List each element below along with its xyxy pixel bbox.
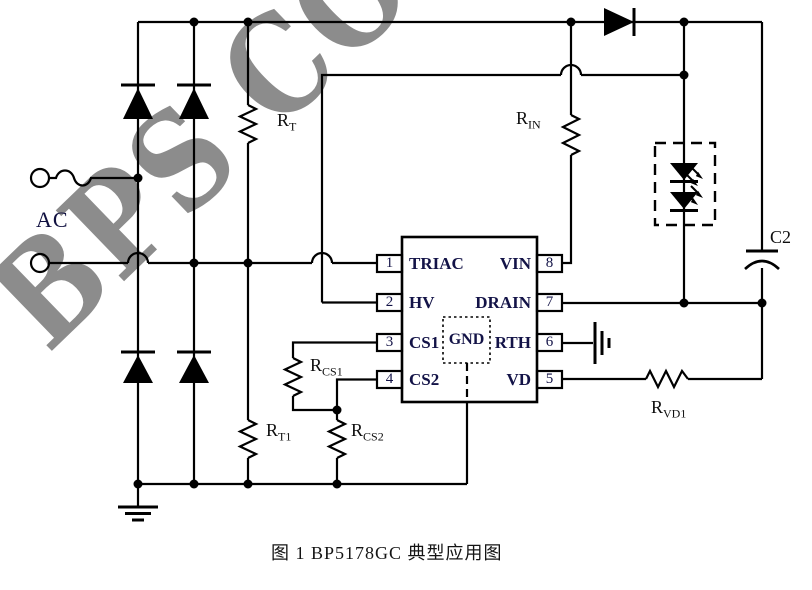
junction-dot [679, 70, 689, 80]
led-emission-arrows [685, 166, 703, 205]
resistor-rt [237, 104, 259, 144]
diode-d1 [121, 83, 155, 119]
ac-terminal-bottom [29, 252, 51, 274]
pin-name-vd: VD [506, 370, 531, 389]
series-diode [604, 8, 636, 36]
ic-gnd-pad [442, 316, 491, 364]
wire-cs1-net [291, 341, 377, 412]
wire-hop-1 [126, 251, 150, 264]
pin-box-2 [375, 292, 404, 313]
pin-name-rth: RTH [494, 333, 531, 352]
pin-number-2: 2 [385, 294, 394, 310]
wire-hv-riser [320, 73, 684, 304]
junction-dot [332, 405, 342, 415]
pin-name-drain: DRAIN [475, 293, 531, 312]
pin-name-cs1: CS1 [409, 333, 440, 352]
pin-box-1 [375, 253, 404, 274]
junction-dot [189, 479, 199, 489]
junction-dot [332, 479, 342, 489]
pin-number-7: 7 [545, 294, 554, 310]
ic-gnd-label: GND [448, 331, 485, 348]
diode-d4 [177, 350, 211, 383]
ic-bp5178gc [375, 235, 564, 404]
wires [49, 20, 764, 486]
resistor-rvd1-label: RVD1 [651, 397, 687, 421]
resistor-rcs2-label: RCS2 [351, 420, 384, 444]
junction-dot [243, 258, 253, 268]
capacitor-c2 [744, 249, 780, 270]
junction-dot [189, 258, 199, 268]
figure-caption: 图 1 BP5178GC 典型应用图 [271, 543, 503, 563]
junction-dot [133, 173, 143, 183]
resistor-rcs1 [282, 357, 304, 397]
junction-dot [243, 17, 253, 27]
junction-dot [679, 298, 689, 308]
pin-name-triac: TRIAC [409, 254, 464, 273]
pin-name-vin: VIN [499, 254, 531, 273]
resistor-rcs1-label: RCS1 [310, 355, 343, 379]
wire-rin-branch [562, 22, 573, 265]
pin-name-hv: HV [409, 293, 435, 312]
pin-box-5 [535, 369, 564, 390]
pin-box-8 [535, 253, 564, 274]
resistor-rin [560, 114, 582, 156]
resistor-rin-label: RIN [516, 108, 541, 132]
led-2 [670, 192, 698, 212]
ic-outline [400, 235, 539, 404]
pin-box-6 [535, 332, 564, 353]
pin-number-5: 5 [545, 371, 554, 387]
led-module-outline [653, 141, 717, 227]
led-module [653, 141, 717, 227]
pin-name-cs2: CS2 [409, 370, 440, 389]
wire-ac-top-lead [49, 169, 137, 187]
pin-box-7 [535, 292, 564, 313]
junction-dot [566, 17, 576, 27]
junction-dot [757, 298, 767, 308]
resistor-rt1 [237, 419, 259, 459]
ground-bottom [118, 484, 158, 522]
diode-d2 [177, 83, 211, 119]
ac-source [29, 167, 51, 274]
pin-number-1: 1 [385, 255, 394, 271]
bridge-rectifier [121, 83, 211, 383]
pin-number-3: 3 [385, 334, 394, 350]
resistors [237, 104, 689, 459]
diode-d3 [121, 350, 155, 383]
capacitor-c2-label: C2 [770, 227, 792, 247]
junction-dot [189, 17, 199, 27]
junction-dot [243, 479, 253, 489]
resistor-rvd1 [645, 368, 689, 390]
ac-terminal-top [29, 167, 51, 189]
ground-rth [593, 322, 611, 364]
resistor-rt-label: RT [277, 110, 297, 134]
pin-number-4: 4 [385, 371, 394, 387]
resistor-rt1-label: RT1 [266, 420, 292, 444]
ac-input-label: AC [36, 207, 69, 232]
led-1 [670, 163, 698, 183]
pin-number-6: 6 [545, 334, 554, 350]
junction-dot [679, 17, 689, 27]
pin-box-3 [375, 332, 404, 353]
resistor-rcs2 [326, 419, 348, 459]
pin-number-8: 8 [545, 255, 554, 271]
pin-box-4 [375, 369, 404, 390]
